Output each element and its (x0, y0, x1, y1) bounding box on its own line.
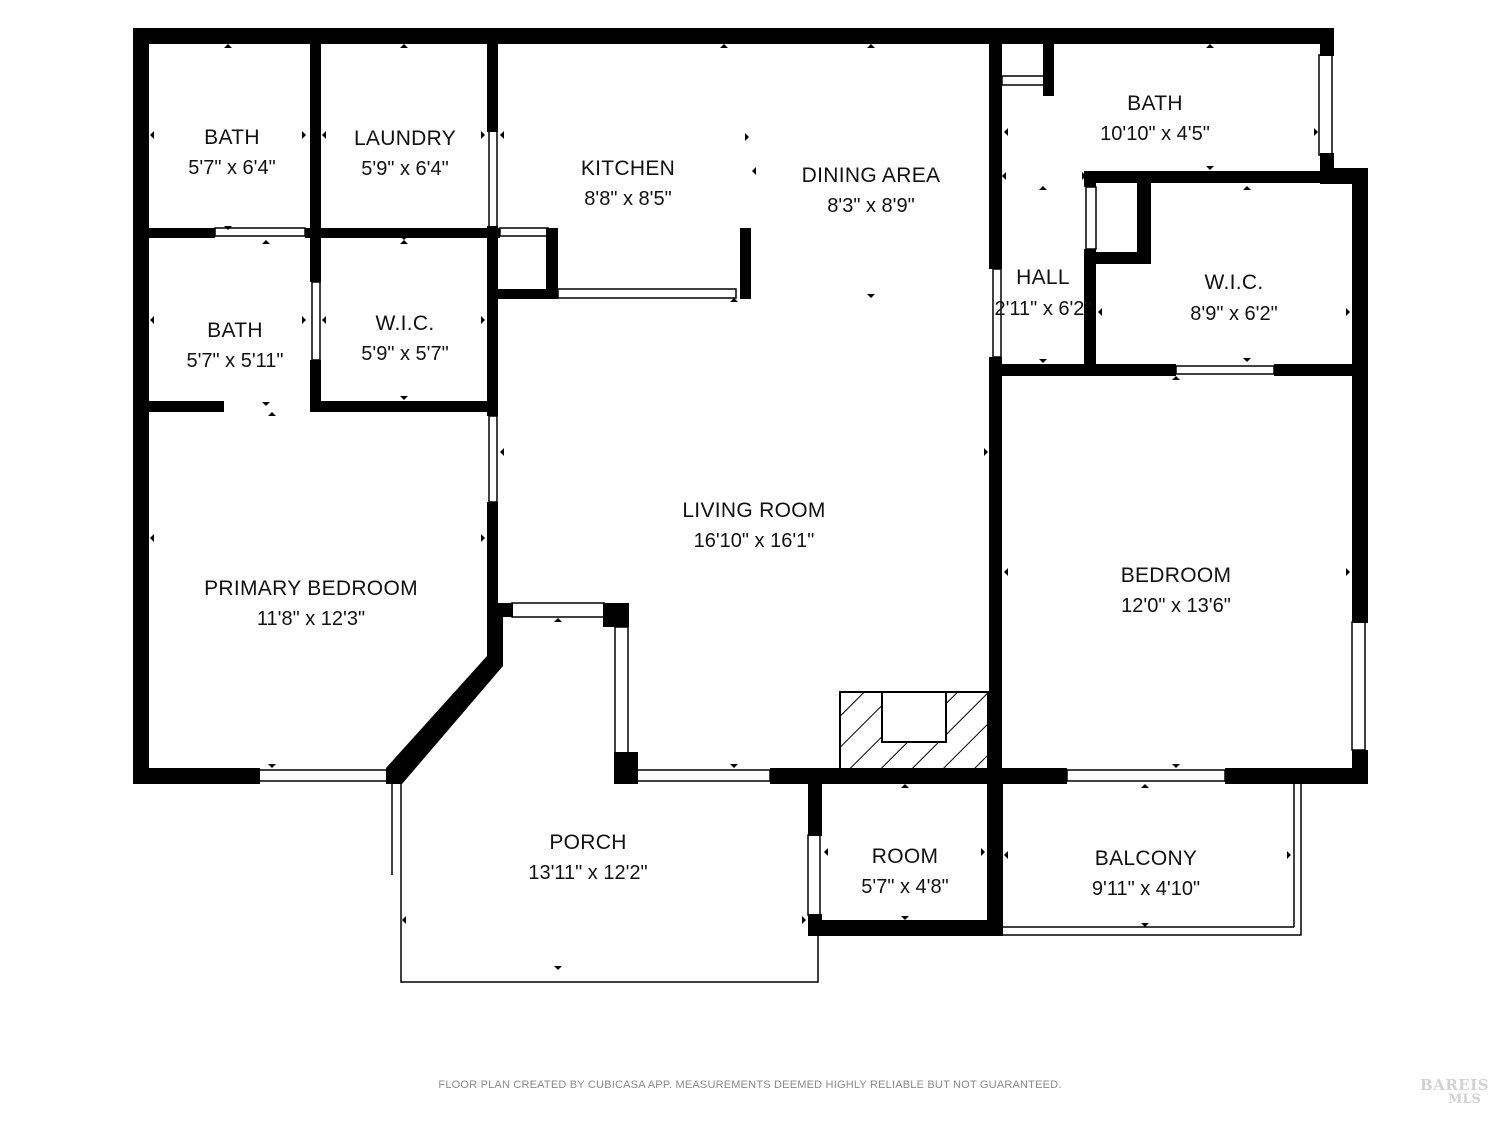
room-dimensions: 10'10" x 4'5" (1100, 123, 1210, 145)
room-name: BEDROOM (1121, 564, 1232, 587)
room-name: BATH (204, 126, 260, 149)
room-name: BALCONY (1095, 847, 1197, 870)
room-dimensions: 5'7" x 5'11" (186, 350, 283, 372)
disclaimer-text: FLOOR PLAN CREATED BY CUBICASA APP. MEAS… (438, 1079, 1062, 1091)
room-dimensions: 5'7" x 6'4" (188, 157, 275, 179)
room-dimensions: 16'10" x 16'1" (694, 530, 815, 552)
room-room: ROOM 5'7" x 4'8" (861, 845, 948, 898)
room-name: BATH (1127, 92, 1183, 115)
room-dimensions: 9'11" x 4'10" (1092, 878, 1200, 900)
room-wic-1: W.I.C. 5'9" x 5'7" (361, 312, 448, 365)
room-kitchen: KITCHEN 8'8" x 8'5" (581, 157, 675, 210)
logo-line-1: BAREIS (1420, 1076, 1490, 1094)
room-bath-3: BATH 10'10" x 4'5" (1100, 92, 1210, 145)
room-wic-2: W.I.C. 8'9" x 6'2" (1190, 271, 1277, 325)
room-name: PORCH (549, 831, 626, 854)
room-labels: BATH 5'7" x 6'4" LAUNDRY 5'9" x 6'4" KIT… (186, 92, 1277, 900)
room-name: PRIMARY BEDROOM (204, 577, 418, 600)
room-bath-2: BATH 5'7" x 5'11" (186, 319, 283, 372)
room-living-room: LIVING ROOM 16'10" x 16'1" (682, 499, 825, 552)
room-porch: PORCH 13'11" x 12'2" (528, 831, 647, 884)
room-dimensions: 5'7" x 4'8" (861, 876, 948, 898)
room-balcony: BALCONY 9'11" x 4'10" (1092, 847, 1200, 900)
bareis-mls-logo: BAREIS MLS (1420, 1078, 1492, 1112)
room-bath-1: BATH 5'7" x 6'4" (188, 126, 275, 179)
room-name: W.I.C. (376, 312, 435, 335)
room-dining-area: DINING AREA 8'3" x 8'9" (802, 164, 941, 217)
room-name: BATH (207, 319, 263, 342)
room-primary-bedroom: PRIMARY BEDROOM 11'8" x 12'3" (204, 577, 418, 630)
room-dimensions: 11'8" x 12'3" (257, 608, 365, 630)
room-bedroom: BEDROOM 12'0" x 13'6" (1121, 564, 1232, 617)
dimension-markers (150, 44, 1350, 970)
room-name: HALL (1016, 266, 1070, 289)
room-dimensions: 2'11" x 6'2" (994, 298, 1091, 320)
room-dimensions: 5'9" x 6'4" (361, 158, 448, 180)
logo-line-2: MLS (1448, 1092, 1481, 1107)
room-name: W.I.C. (1205, 271, 1264, 294)
room-dimensions: 8'9" x 6'2" (1190, 303, 1277, 325)
room-hall: HALL 2'11" x 6'2" (994, 266, 1091, 320)
room-name: LIVING ROOM (682, 499, 825, 522)
room-name: DINING AREA (802, 164, 941, 187)
room-dimensions: 12'0" x 13'6" (1121, 595, 1231, 617)
room-dimensions: 13'11" x 12'2" (528, 862, 647, 884)
room-dimensions: 8'3" x 8'9" (827, 195, 914, 217)
thick-walls (133, 28, 1368, 936)
room-dimensions: 5'9" x 5'7" (361, 343, 448, 365)
room-laundry: LAUNDRY 5'9" x 6'4" (354, 127, 456, 180)
room-dimensions: 8'8" x 8'5" (584, 188, 671, 210)
fireplace (839, 691, 989, 770)
room-name: ROOM (872, 845, 939, 868)
room-name: KITCHEN (581, 157, 675, 180)
room-name: LAUNDRY (354, 127, 456, 150)
